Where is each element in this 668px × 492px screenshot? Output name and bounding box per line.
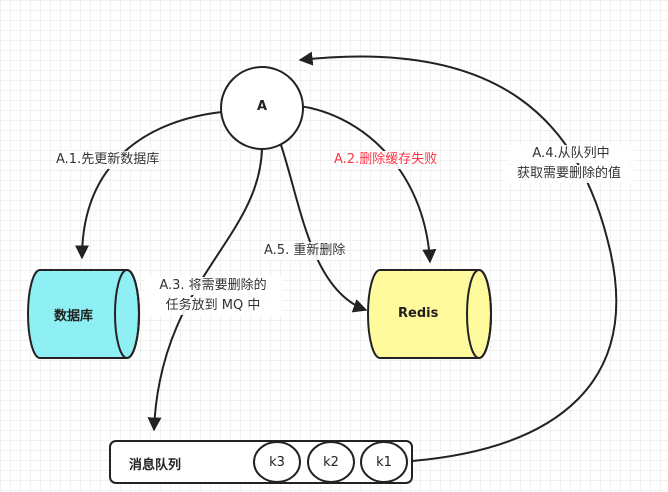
queue-item-k2-shape: [307, 441, 355, 483]
edge-a-to-database: [75, 111, 223, 260]
edge-label-a1: A.1.先更新数据库: [56, 151, 160, 169]
edge-label-a3-line1: A.3. 将需要删除的: [144, 277, 282, 295]
queue-item-k3-shape: [253, 441, 301, 483]
edge-a-to-redis: [289, 104, 437, 264]
node-a-label: A: [256, 99, 268, 114]
edge-a-retry-to-redis: [279, 141, 368, 313]
queue-label: 消息队列: [129, 458, 182, 473]
edge-label-a4-line2: 获取需要删除的值: [504, 165, 634, 183]
edge-label-a2: A.2.删除缓存失败: [334, 151, 438, 169]
database-cylinder: [27, 269, 140, 359]
node-a-circle: [220, 66, 304, 150]
queue-item-k1-shape: [360, 441, 408, 483]
queue-item-k1-label: k1: [376, 455, 392, 470]
edge-a-to-queue: [147, 147, 263, 432]
database-label: 数据库: [54, 309, 94, 324]
edge-label-a3-line2: 任务放到 MQ 中: [144, 297, 282, 315]
queue-item-k2-label: k2: [323, 455, 339, 470]
queue-item-k3-label: k3: [269, 455, 285, 470]
edge-queue-to-a: [298, 51, 618, 462]
redis-cylinder: [367, 269, 492, 359]
edge-label-a5: A.5. 重新删除: [264, 242, 346, 260]
redis-label: Redis: [398, 306, 439, 321]
edge-label-a4-line1: A.4.从队列中: [508, 145, 634, 163]
